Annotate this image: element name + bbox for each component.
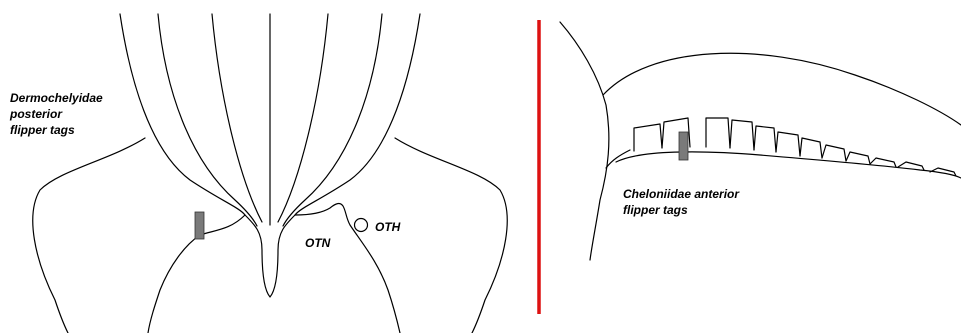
oth-marker-circle <box>355 219 368 232</box>
carapace-curve <box>603 53 961 125</box>
flipper-leading-edge <box>616 152 961 178</box>
oth-label: OTH <box>375 220 401 234</box>
carapace-ridge-inner-right-2 <box>278 14 328 222</box>
cheloniid-anterior-view: Cheloniidae anterior flipper tags <box>560 22 961 260</box>
scale <box>706 118 730 148</box>
carapace-ridge-outer-left <box>120 14 245 215</box>
carapace-ridge-inner-left-2 <box>212 14 262 222</box>
otn-label: OTN <box>305 236 331 250</box>
dermochelyidae-caption-line-1: Dermochelyidae <box>10 91 103 105</box>
flipper-base-curve <box>606 150 630 168</box>
anterior-flipper-tag <box>679 132 688 160</box>
leatherback-posterior-view: Dermochelyidae posterior flipper tags OT… <box>9 14 507 333</box>
dermochelyidae-caption-line-3: flipper tags <box>10 123 75 137</box>
scale <box>800 138 822 158</box>
scale <box>730 120 754 150</box>
carapace-ridge-inner-right-1 <box>283 14 382 226</box>
cheloniidae-caption-line-1: Cheloniidae anterior <box>623 187 740 201</box>
body-outline <box>560 22 609 260</box>
right-flipper-outline <box>395 138 507 333</box>
tail-outline <box>245 215 295 297</box>
scale <box>822 145 846 161</box>
posterior-flipper-tag <box>195 212 204 239</box>
carapace-ridge-inner-left-1 <box>158 14 257 226</box>
scale <box>754 126 776 152</box>
scale <box>634 124 662 151</box>
cheloniidae-caption-line-2: flipper tags <box>623 203 688 217</box>
carapace-ridge-outer-right <box>295 14 420 215</box>
scale <box>776 132 800 156</box>
left-flipper-outline <box>33 138 245 333</box>
dermochelyidae-caption-line-2: posterior <box>9 107 63 121</box>
